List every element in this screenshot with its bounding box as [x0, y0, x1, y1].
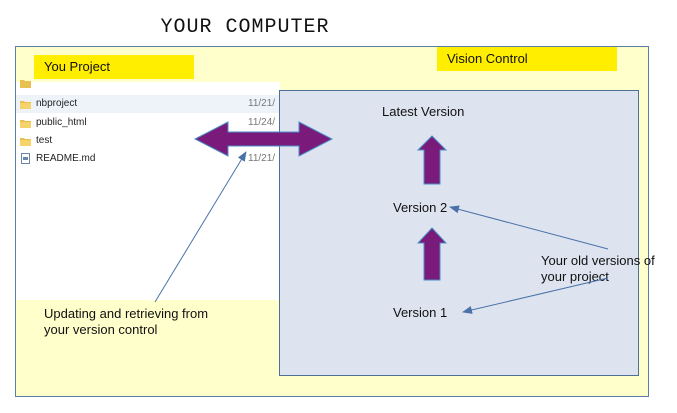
file-date: 11/24/ [248, 117, 276, 128]
folder-icon [20, 117, 31, 128]
file-name: test [36, 135, 53, 146]
version-2-label: Version 2 [393, 200, 448, 215]
folder-icon [20, 98, 31, 109]
file-row[interactable]: test [16, 132, 280, 150]
sync-double-arrow [193, 121, 334, 157]
file-explorer-panel [16, 82, 280, 300]
file-icon [20, 153, 31, 164]
old-version-pointer-line-2 [449, 205, 609, 250]
vision-control-label: Vision Control [437, 47, 617, 71]
you-project-label: You Project [34, 55, 194, 79]
updating-label-line1: Updating and retrieving from [44, 306, 209, 321]
file-date: 11/21/ [248, 153, 276, 164]
file-row-partial [16, 80, 280, 88]
updating-pointer-line [154, 151, 247, 303]
file-date: 11/21/ [248, 98, 276, 109]
updating-label-line2: your version control [44, 322, 158, 337]
upgrade-arrow-top [416, 135, 448, 185]
folder-icon [20, 135, 31, 146]
file-row[interactable]: nbproject 11/21/ [16, 95, 280, 113]
file-name: nbproject [36, 98, 78, 109]
old-versions-label-line2: your project [541, 269, 609, 284]
folder-icon [20, 80, 31, 88]
version-1-label: Version 1 [393, 305, 448, 320]
upgrade-arrow-bottom [416, 227, 448, 281]
file-name: public_html [36, 117, 87, 128]
file-row[interactable]: public_html 11/24/ [16, 114, 280, 132]
version-control-box [279, 90, 639, 376]
file-row[interactable]: README.md 11/21/ [16, 150, 280, 168]
old-versions-label-line1: Your old versions of [541, 253, 655, 268]
diagram-title: YOUR COMPUTER [160, 16, 330, 39]
latest-version-label: Latest Version [382, 104, 465, 119]
file-name: README.md [36, 153, 96, 164]
old-version-pointer-line-1 [462, 277, 609, 314]
